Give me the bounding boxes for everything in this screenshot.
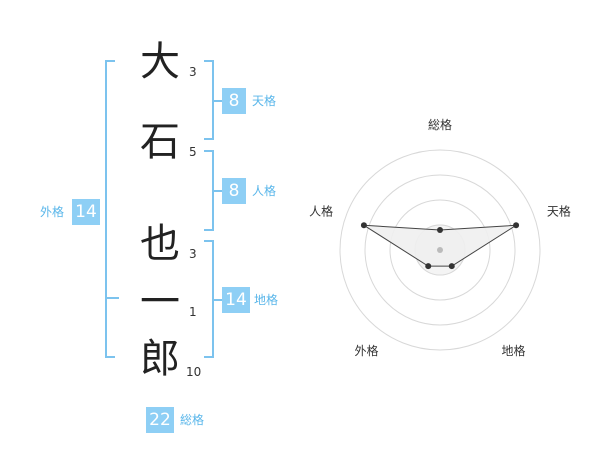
jinkaku-label: 人格 bbox=[252, 184, 277, 198]
chikaku-label: 地格 bbox=[254, 293, 279, 307]
chikaku-connector bbox=[212, 299, 222, 301]
name-char-4: 一 bbox=[140, 279, 180, 325]
soukaku-value-box: 22 bbox=[146, 407, 174, 433]
radar-point-1 bbox=[437, 227, 443, 233]
name-char-1: 大 bbox=[140, 39, 180, 85]
stroke-count-1: 3 bbox=[189, 65, 197, 79]
tenkaku-value-box: 8 bbox=[222, 88, 246, 114]
radar-axis-label-5: 人格 bbox=[309, 203, 333, 218]
name-char-5: 郎 bbox=[140, 336, 180, 382]
radar-axis-label-4: 外格 bbox=[355, 343, 379, 358]
radar-axis-label-2: 天格 bbox=[547, 203, 571, 218]
gaikaku-bracket bbox=[105, 60, 115, 358]
radar-grid-ring-4 bbox=[339, 149, 541, 351]
name-char-3: 也 bbox=[140, 221, 180, 267]
radar-axis-label-1: 総格 bbox=[428, 117, 452, 132]
radar-data-polygon bbox=[363, 224, 517, 267]
stroke-count-3: 3 bbox=[189, 247, 197, 261]
jinkaku-connector bbox=[212, 190, 222, 192]
soukaku-label: 総格 bbox=[180, 413, 205, 427]
radar-axis-label-3: 地格 bbox=[501, 343, 525, 358]
gaikaku-bracket-divider bbox=[105, 297, 119, 299]
jinkaku-value-box: 8 bbox=[222, 178, 246, 204]
radar-grid-ring-2 bbox=[389, 199, 491, 301]
radar-point-2 bbox=[513, 222, 520, 229]
chikaku-value-box: 14 bbox=[222, 287, 250, 313]
radar-grid-ring-3 bbox=[364, 174, 516, 326]
radar-point-3 bbox=[448, 263, 455, 270]
name-char-2: 石 bbox=[140, 119, 180, 165]
stroke-count-4: 1 bbox=[189, 305, 197, 319]
gaikaku-value-box: 14 bbox=[72, 199, 100, 225]
gaikaku-label: 外格 bbox=[40, 205, 65, 219]
stroke-count-5: 10 bbox=[186, 365, 202, 379]
tenkaku-label: 天格 bbox=[252, 94, 277, 108]
radar-point-5 bbox=[360, 222, 367, 229]
tenkaku-connector bbox=[212, 100, 222, 102]
radar-center-dot bbox=[437, 247, 443, 253]
stroke-count-2: 5 bbox=[189, 145, 197, 159]
radar-point-4 bbox=[425, 263, 432, 270]
